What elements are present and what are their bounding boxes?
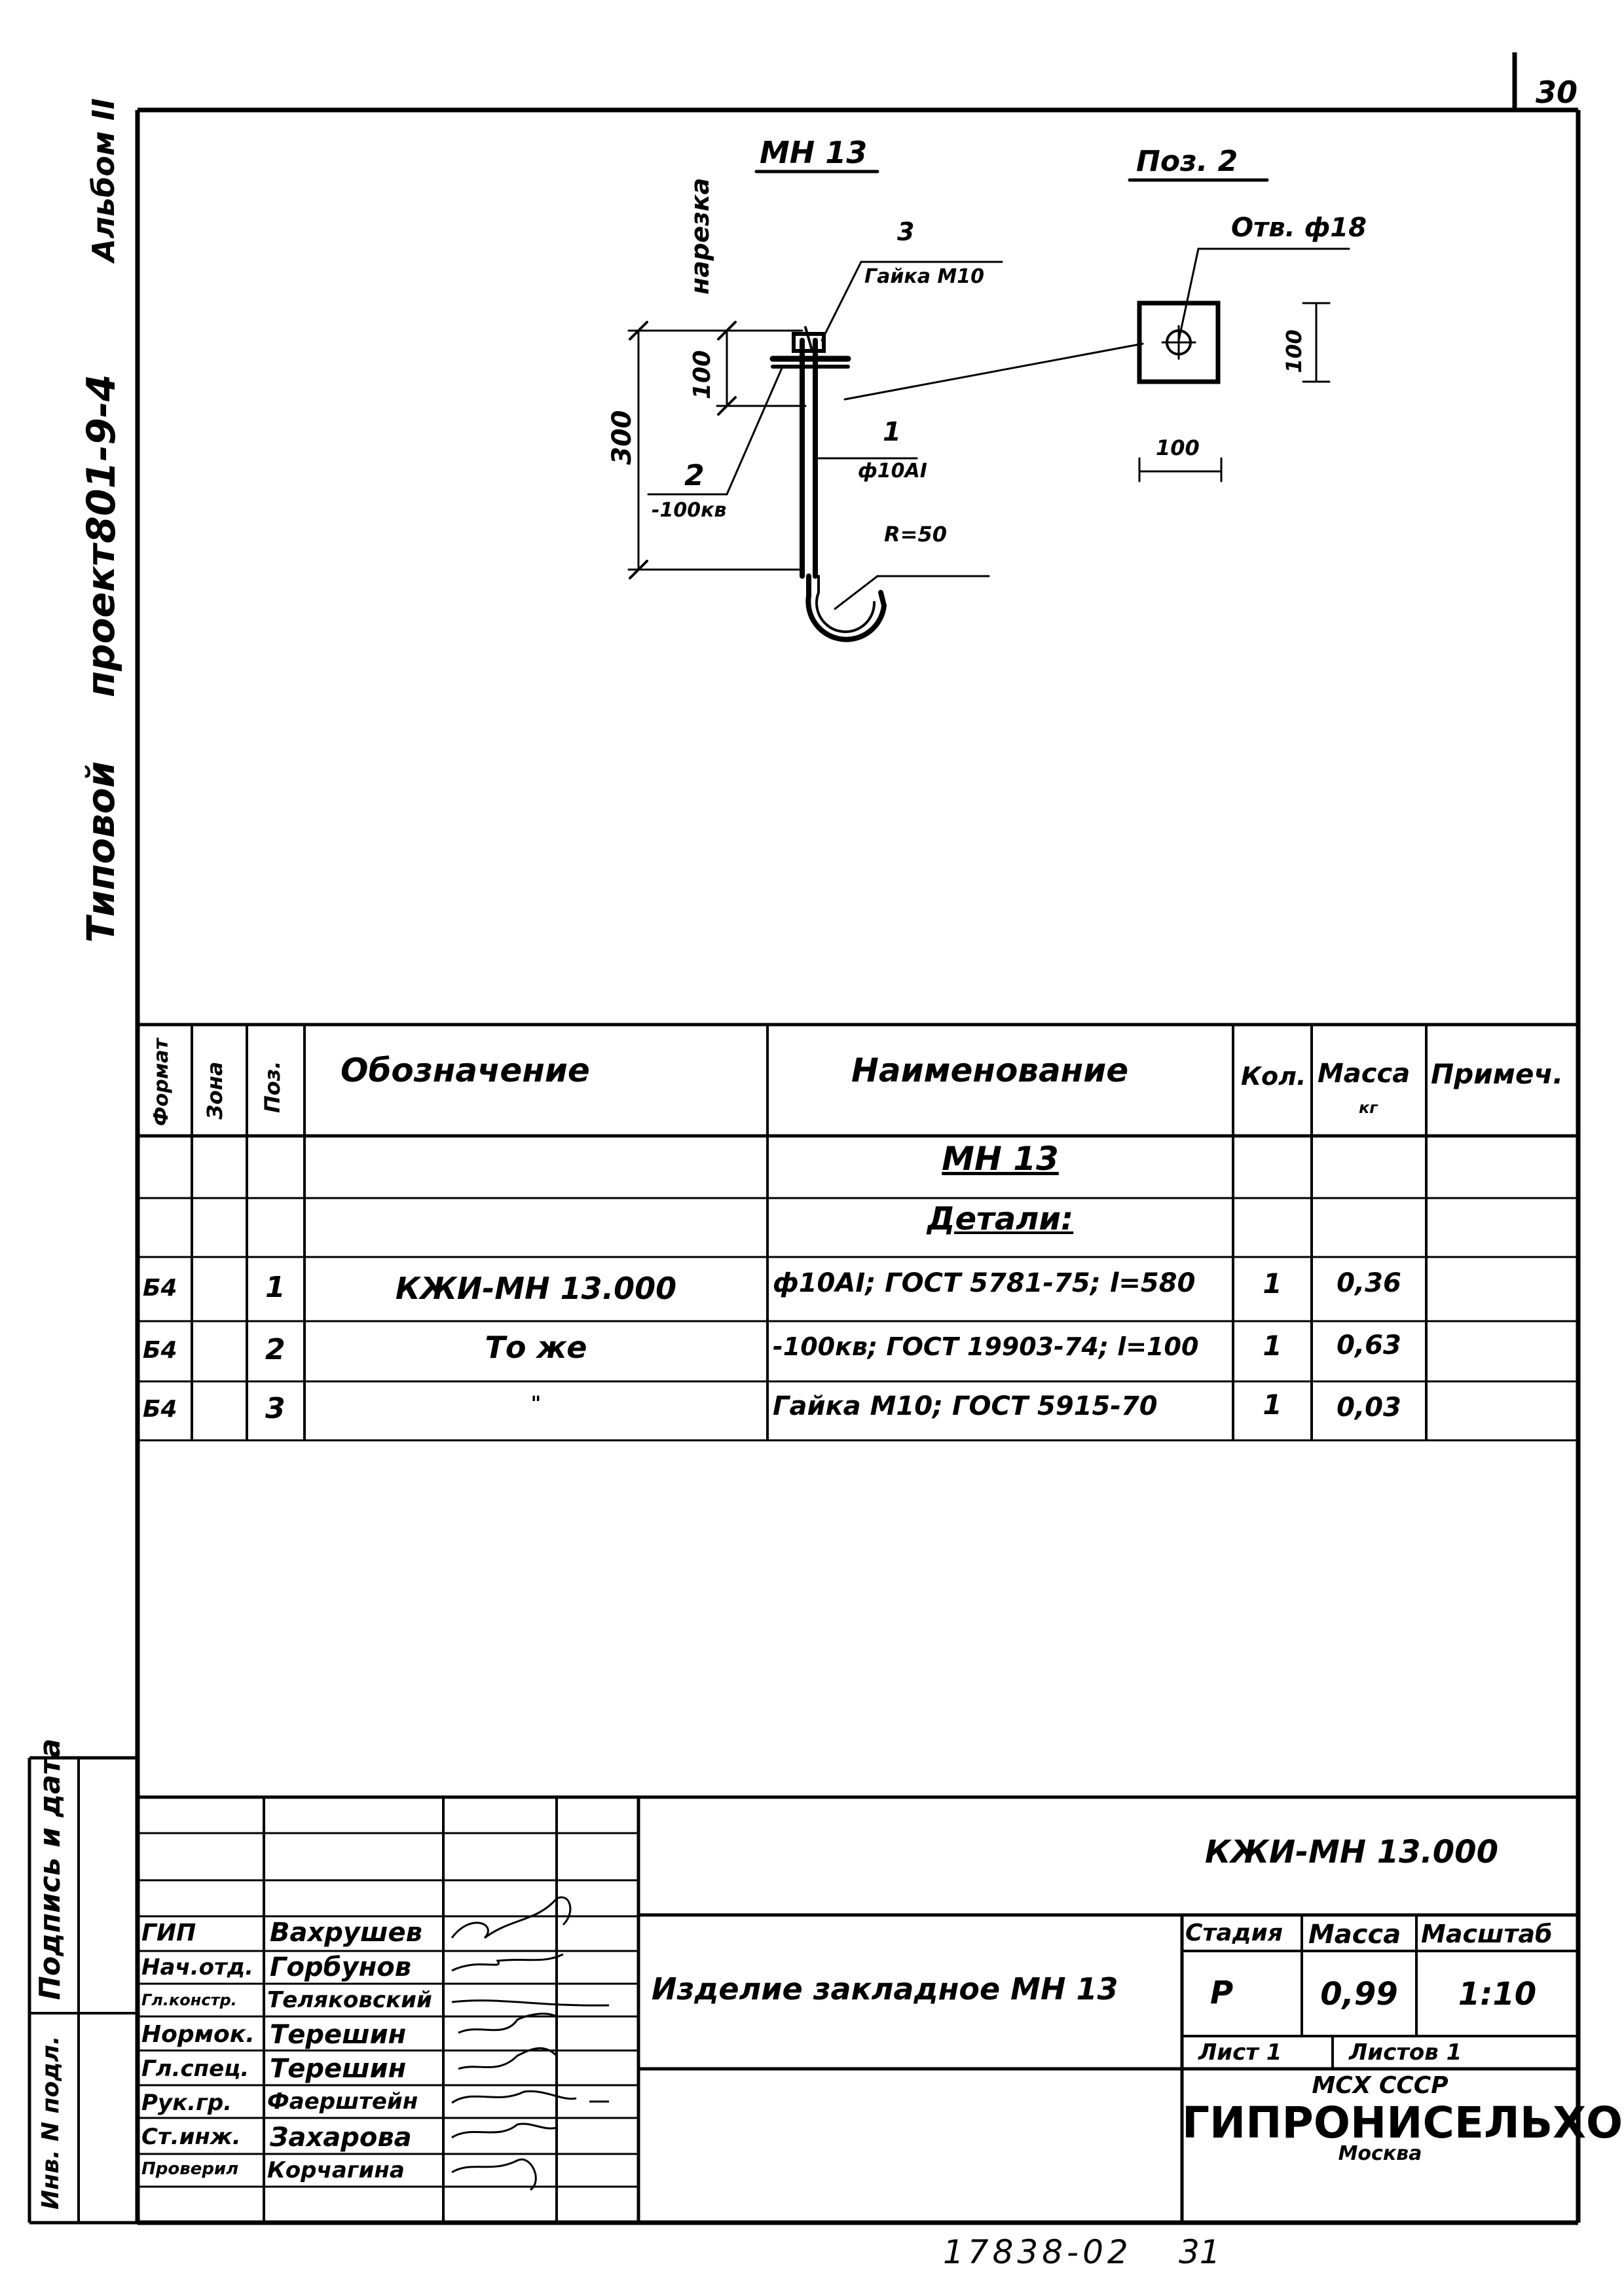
section-subtitle: Детали:	[927, 1201, 1074, 1237]
role-label: Проверил	[141, 2159, 239, 2179]
label-pos2-number: 2	[684, 459, 705, 492]
sheet-label: Лист 1	[1198, 2039, 1282, 2066]
cell-qty: 1	[1263, 1330, 1282, 1362]
role-label: Нач.отд.	[141, 1954, 254, 1980]
header-mass: Масса	[1318, 1059, 1411, 1089]
cell-format: Б4	[143, 1396, 177, 1423]
cell-designation: "	[530, 1393, 542, 1415]
archive-number: 17838-02	[943, 2233, 1132, 2271]
header-qty: Кол.	[1241, 1062, 1306, 1091]
cell-pos: 3	[265, 1392, 286, 1425]
section-title: МН 13	[942, 1140, 1059, 1178]
role-label: Рук.гр.	[141, 2090, 232, 2116]
scale-value: 1:10	[1458, 1976, 1537, 2013]
label-nut: Гайка М10	[864, 265, 985, 288]
scale-label: Масштаб	[1421, 1920, 1553, 1948]
stage-label: Стадия	[1185, 1920, 1283, 1946]
label-pos2-spec: -100кв	[652, 499, 727, 522]
role-name: Терешин	[270, 2020, 407, 2050]
cell-name: -100кв; ГОСТ 19903-74; l=100	[773, 1332, 1199, 1361]
cell-mass: 0,03	[1337, 1393, 1401, 1423]
cell-pos: 1	[265, 1271, 286, 1304]
doc-code: КЖИ-МН 13.000	[1205, 1834, 1498, 1870]
role-name: Горбунов	[270, 1952, 412, 1982]
label-radius: R=50	[884, 522, 947, 547]
dim-plate-width: 100	[1156, 435, 1200, 460]
header-designation: Обозначение	[341, 1051, 590, 1089]
page-number: 31	[1179, 2233, 1221, 2271]
cell-format: Б4	[143, 1337, 177, 1364]
cell-qty: 1	[1263, 1267, 1282, 1300]
role-label: ГИП	[141, 1920, 196, 1946]
mass-label: Масса	[1308, 1920, 1401, 1950]
sheets-label: Листов 1	[1349, 2039, 1462, 2066]
role-name: Корчагина	[267, 2157, 405, 2183]
cell-name: ф10АI; ГОСТ 5781-75; l=580	[773, 1268, 1196, 1298]
role-name: Фаерштейн	[267, 2088, 418, 2115]
role-label: Ст.инж.	[141, 2124, 241, 2150]
label-hole: Отв. ф18	[1231, 213, 1367, 243]
sheet-number: 30	[1536, 75, 1578, 110]
header-name: Наименование	[851, 1051, 1129, 1089]
org-name: ГИПРОНИСЕЛЬХОЗ	[1182, 2098, 1624, 2148]
cell-name: Гайка М10; ГОСТ 5915-70	[773, 1391, 1158, 1421]
drawing-title: МН 13	[760, 135, 868, 170]
org-ministry: МСХ СССР	[1312, 2072, 1449, 2099]
cell-designation: КЖИ-МН 13.000	[395, 1271, 677, 1306]
role-name: Вахрушев	[270, 1918, 422, 1948]
cell-designation: То же	[485, 1330, 587, 1365]
role-label: Гл.констр.	[141, 1991, 237, 2009]
anchor-drawing	[627, 170, 1350, 642]
stage-value: Р	[1210, 1975, 1234, 2011]
role-label: Нормок.	[141, 2021, 255, 2048]
cell-mass: 0,36	[1337, 1268, 1401, 1298]
pos2-title: Поз. 2	[1136, 145, 1238, 178]
role-name: Теляковский	[267, 1987, 432, 2013]
cell-mass: 0,63	[1337, 1330, 1401, 1360]
role-label: Гл.спец.	[141, 2056, 249, 2082]
header-mass-unit: кг	[1359, 1099, 1378, 1117]
role-name: Захарова	[270, 2123, 412, 2153]
label-pos1-number: 1	[883, 417, 901, 447]
header-note: Примеч.	[1431, 1058, 1564, 1090]
cell-format: Б4	[143, 1275, 177, 1302]
org-city: Москва	[1338, 2142, 1422, 2165]
cell-pos: 2	[265, 1333, 286, 1366]
label-pos1-spec: ф10АI	[858, 460, 927, 483]
inventory-number-label: Инв. N подл.	[37, 2035, 64, 2210]
item-name: Изделие закладное МН 13	[652, 1971, 1118, 2007]
label-nut-number: 3	[897, 217, 915, 246]
role-name: Терешин	[270, 2054, 407, 2084]
mass-value: 0,99	[1320, 1976, 1398, 2013]
cell-qty: 1	[1263, 1389, 1282, 1421]
sign-date-label: Подпись и дата	[33, 1738, 67, 2000]
